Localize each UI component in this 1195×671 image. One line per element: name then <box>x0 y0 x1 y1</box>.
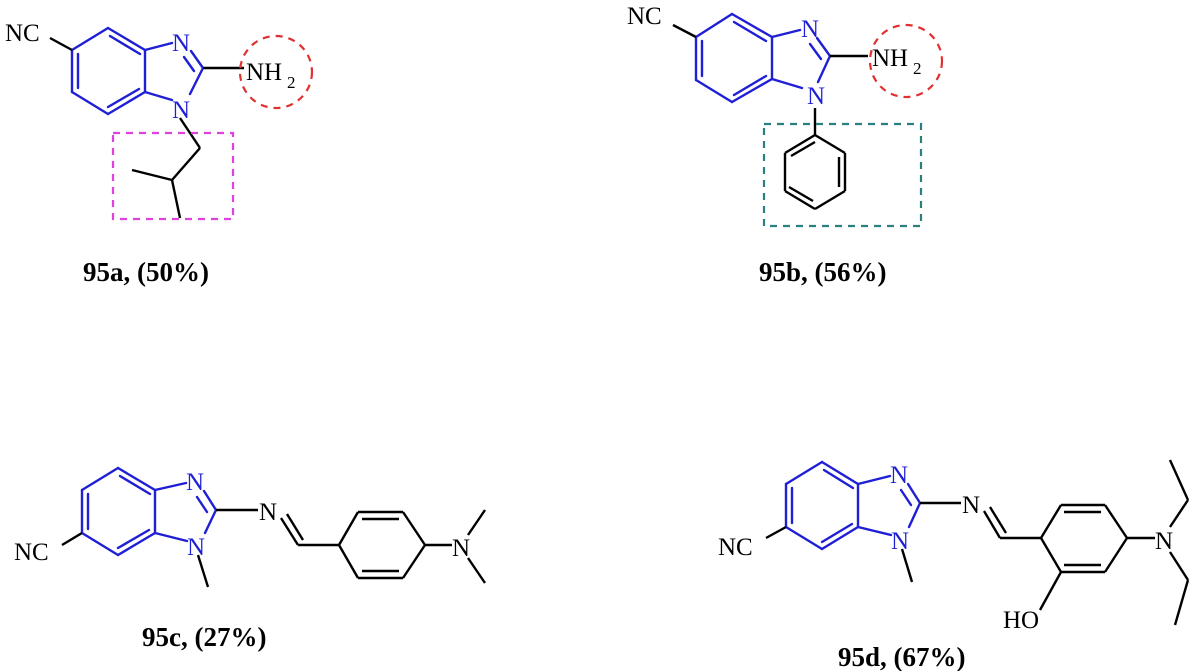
benzimidazole-core <box>784 460 922 551</box>
nitrile-label: NC <box>14 539 49 566</box>
compound-95a: NC N N NH 2 95a, (50%) <box>5 20 314 287</box>
caption-95b: 95b, (56%) <box>759 257 887 287</box>
substituent-bonds <box>61 508 486 588</box>
amine-highlight-circle <box>868 23 944 99</box>
benzimidazole-core <box>694 12 832 104</box>
n3-label: N <box>801 16 819 43</box>
benzimidazole-core <box>70 26 205 116</box>
diethylamino-n-label: N <box>1155 528 1173 555</box>
phenyl-ring <box>783 108 847 211</box>
imine-n-label: N <box>962 492 980 519</box>
n3-label: N <box>890 462 908 489</box>
amine-highlight-circle <box>238 34 314 110</box>
n3-label: N <box>172 30 190 57</box>
caption-95a: 95a, (50%) <box>83 257 209 287</box>
n1-label: N <box>891 528 909 555</box>
amine-subscript: 2 <box>913 59 922 78</box>
nitrile-label: NC <box>5 20 40 47</box>
n1-label: N <box>807 83 825 110</box>
caption-95c: 95c, (27%) <box>142 622 266 652</box>
caption-95d: 95d, (67%) <box>838 642 966 671</box>
nitrile-bond <box>49 36 73 52</box>
dimethylamino-n-label: N <box>452 535 470 562</box>
hydroxyl-label: HO <box>1003 607 1039 634</box>
benzimidazole-core <box>80 466 218 557</box>
amine-label: NH <box>872 45 908 72</box>
nitrile-label: NC <box>627 3 662 30</box>
compound-95b: NC N N NH 2 95b, (56%) <box>627 3 944 287</box>
amine-subscript: 2 <box>287 73 296 92</box>
aryl-highlight-box <box>762 122 923 228</box>
compound-95d: NC N N N N HO 95d, (67%) <box>718 459 1190 671</box>
n1-label: N <box>172 97 190 124</box>
imine-n-label: N <box>259 499 277 526</box>
isobutyl-chain <box>131 117 201 219</box>
n3-label: N <box>186 469 204 496</box>
nitrile-bond <box>672 23 697 39</box>
amine-label: NH <box>246 59 282 86</box>
nitrile-label: NC <box>718 534 753 561</box>
alkyl-highlight-box <box>111 131 235 221</box>
n1-label: N <box>187 534 205 561</box>
substituent-bonds <box>765 459 1190 626</box>
compound-95c: NC N N N N 95c, (27%) <box>14 466 486 652</box>
